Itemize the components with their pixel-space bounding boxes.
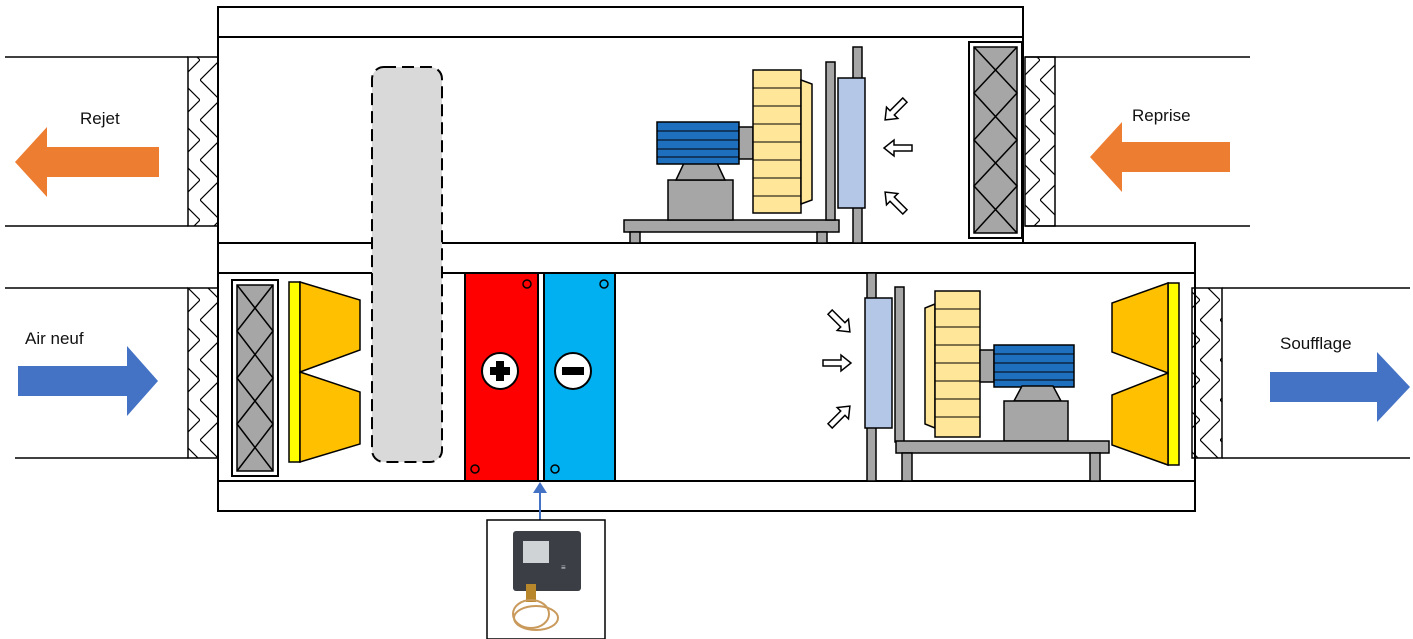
label-reprise: Reprise [1132, 106, 1191, 125]
heat-recovery-unit [372, 67, 442, 462]
flexible-connector-supply [1192, 288, 1222, 458]
return-arrow [1090, 122, 1230, 192]
filter-return [969, 42, 1022, 238]
fresh-air-arrow [18, 346, 158, 416]
minus-icon [555, 353, 591, 389]
flexible-connector-fresh-air [188, 288, 218, 458]
flexible-connector-return [1025, 57, 1055, 226]
svg-text:≡: ≡ [561, 563, 566, 572]
filter-fresh-air [232, 280, 278, 476]
plus-icon [482, 353, 518, 389]
heating-coil [465, 273, 538, 481]
motor-icon [994, 345, 1074, 387]
label-air-neuf: Air neuf [25, 329, 84, 348]
flexible-connector-exhaust [188, 57, 218, 226]
label-soufflage: Soufflage [1280, 334, 1352, 353]
cooling-coil [544, 273, 615, 481]
exhaust-arrow [15, 127, 159, 197]
supply-arrow [1270, 352, 1410, 422]
label-rejet: Rejet [80, 109, 120, 128]
motor-icon [657, 122, 753, 164]
